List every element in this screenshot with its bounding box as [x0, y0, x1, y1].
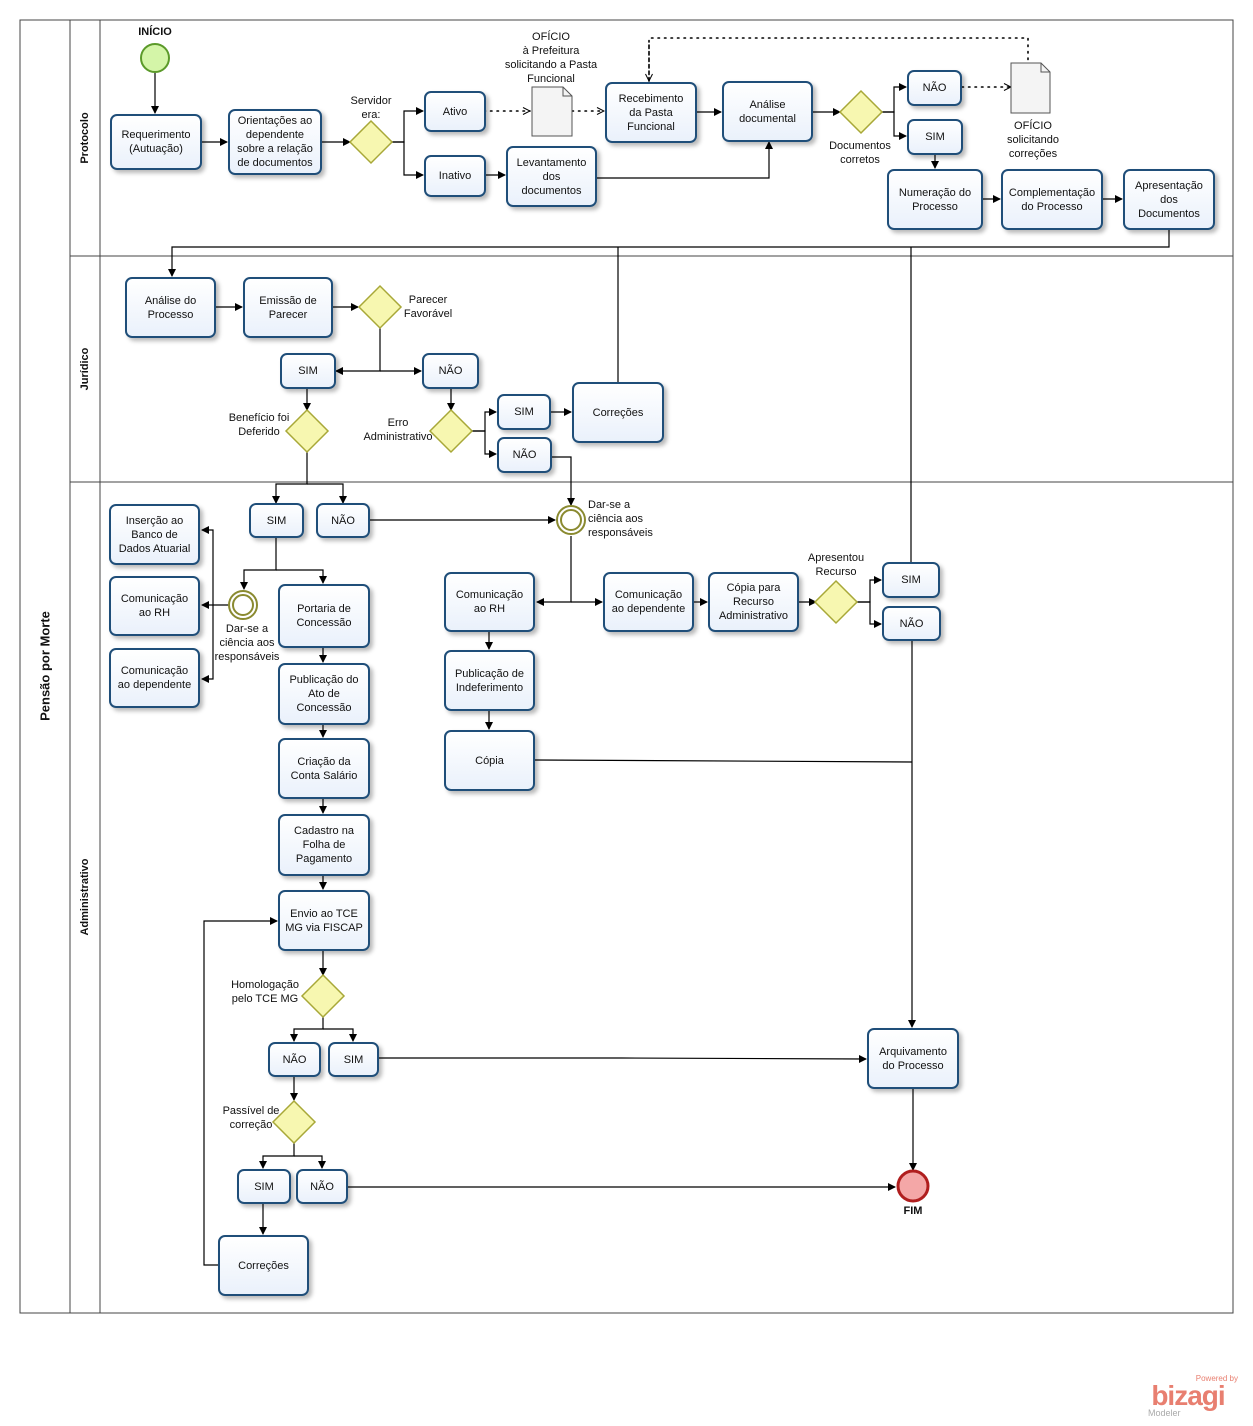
label-servidor-era: Servidor era:	[350, 95, 392, 121]
label-parecer-favoravel: Parecer Favorável	[403, 294, 453, 320]
message-flows	[483, 37, 1029, 111]
task-ativo[interactable]: Ativo	[424, 91, 486, 132]
pool-title: Pensão por Morte	[37, 611, 53, 721]
label-erro-administrativo: Erro Administrativo	[363, 417, 433, 443]
task-publicacao-ato[interactable]: Publicação do Ato de Concessão	[278, 663, 370, 725]
task-numeracao[interactable]: Numeração do Processo	[887, 169, 983, 230]
label-homologacao: Homologação pelo TCE MG	[231, 979, 299, 1005]
task-sim-beneficio[interactable]: SIM	[249, 503, 304, 538]
task-nao-recurso[interactable]: NÃO	[882, 606, 941, 641]
intermediate-event-ciencia-adm	[228, 590, 258, 620]
task-requerimento[interactable]: Requerimento (Autuação)	[110, 114, 202, 170]
task-sim-documentos[interactable]: SIM	[907, 119, 963, 155]
task-nao-erro[interactable]: NÃO	[497, 437, 552, 473]
task-inativo[interactable]: Inativo	[424, 155, 486, 197]
task-comunicacao-dependente-1[interactable]: Comunicação ao dependente	[109, 648, 200, 708]
task-envio-tce[interactable]: Envio ao TCE MG via FISCAP	[278, 890, 370, 951]
gateway-passivel-correcao	[271, 1099, 317, 1145]
label-oficio-correcoes: OFÍCIO solicitando correções	[1007, 120, 1059, 160]
label-dar-ciencia-adm: Dar-se a ciência aos responsáveis	[214, 623, 280, 663]
brand-powered: Powered by	[1195, 1374, 1238, 1383]
task-recebimento[interactable]: Recebimento da Pasta Funcional	[605, 82, 697, 143]
label-documentos-corretos: Documentos corretos	[829, 140, 891, 166]
task-correcoes-juridico[interactable]: Correções	[572, 382, 664, 443]
task-analise-processo[interactable]: Análise do Processo	[125, 277, 216, 338]
task-nao-documentos[interactable]: NÃO	[907, 70, 962, 106]
task-portaria[interactable]: Portaria de Concessão	[278, 584, 370, 648]
task-comunicacao-rh-2[interactable]: Comunicação ao RH	[444, 572, 535, 632]
task-cadastro-folha[interactable]: Cadastro na Folha de Pagamento	[278, 814, 370, 876]
gateway-parecer-favoravel	[357, 284, 403, 330]
bizagi-logo: Powered by bizagi Modeler	[1138, 1374, 1238, 1418]
brand-name: bizagi	[1151, 1380, 1225, 1411]
label-dar-ciencia-juridico: Dar-se a ciência aos responsáveis	[588, 499, 653, 539]
document-oficio-correcoes	[1010, 62, 1051, 114]
task-sim-erro[interactable]: SIM	[497, 394, 551, 430]
label-passivel-correcao: Passível de correção	[222, 1105, 280, 1131]
task-copia-recurso[interactable]: Cópia para Recurso Administrativo	[708, 572, 799, 632]
task-insercao[interactable]: Inserção ao Banco de Dados Atuarial	[109, 504, 200, 565]
gateway-servidor-era	[348, 119, 394, 165]
intermediate-event-ciencia-juridico	[556, 505, 586, 535]
task-sim-homologacao[interactable]: SIM	[328, 1042, 379, 1077]
task-apresentacao[interactable]: Apresentação dos Documentos	[1123, 169, 1215, 230]
task-nao-parecer[interactable]: NÃO	[422, 353, 479, 389]
task-copia[interactable]: Cópia	[444, 730, 535, 791]
sequence-flows	[151, 73, 1170, 1266]
gateway-documentos-corretos	[838, 89, 884, 135]
lane-title-juridico: Jurídico	[79, 347, 91, 391]
task-comunicacao-dependente-2[interactable]: Comunicação ao dependente	[603, 572, 694, 632]
gateway-erro-administrativo	[428, 408, 474, 454]
task-sim-passivel[interactable]: SIM	[237, 1169, 291, 1204]
task-emissao-parecer[interactable]: Emissão de Parecer	[243, 277, 333, 338]
task-levantamento[interactable]: Levantamento dos documentos	[506, 146, 597, 207]
task-sim-recurso[interactable]: SIM	[882, 562, 940, 598]
task-correcoes-adm[interactable]: Correções	[218, 1235, 309, 1296]
task-nao-beneficio[interactable]: NÃO	[316, 503, 370, 538]
task-comunicacao-rh-1[interactable]: Comunicação ao RH	[109, 576, 200, 636]
task-sim-parecer[interactable]: SIM	[280, 353, 336, 389]
lane-title-protocolo: Protocolo	[79, 112, 91, 164]
gateway-homologacao	[300, 973, 346, 1019]
task-nao-homologacao[interactable]: NÃO	[268, 1042, 321, 1077]
gateway-apresentou-recurso	[813, 579, 859, 625]
task-complementacao[interactable]: Complementação do Processo	[1001, 169, 1103, 230]
task-criacao-conta[interactable]: Criação da Conta Salário	[278, 738, 370, 799]
document-oficio-prefeitura	[531, 86, 573, 137]
gateway-beneficio-deferido	[284, 408, 330, 454]
lane-title-administrativo: Administrativo	[79, 858, 91, 936]
task-publicacao-indeferimento[interactable]: Publicação de Indeferimento	[444, 650, 535, 711]
task-analise-documental[interactable]: Análise documental	[722, 81, 813, 142]
label-beneficio-deferido: Benefício foi Deferido	[228, 412, 290, 438]
start-event-label: INÍCIO	[138, 26, 172, 38]
brand-product: Modeler	[1148, 1408, 1181, 1418]
end-event-label: FIM	[903, 1205, 923, 1217]
label-oficio-prefeitura: OFÍCIO à Prefeitura solicitando a Pasta …	[504, 31, 598, 85]
pool-frame	[19, 19, 1234, 1314]
label-apresentou-recurso: Apresentou Recurso	[807, 552, 865, 578]
start-event	[140, 43, 170, 73]
task-arquivamento[interactable]: Arquivamento do Processo	[867, 1028, 959, 1089]
end-event	[896, 1169, 930, 1203]
task-orientacoes[interactable]: Orientações ao dependente sobre a relaçã…	[228, 109, 322, 175]
task-nao-passivel[interactable]: NÃO	[296, 1169, 348, 1204]
